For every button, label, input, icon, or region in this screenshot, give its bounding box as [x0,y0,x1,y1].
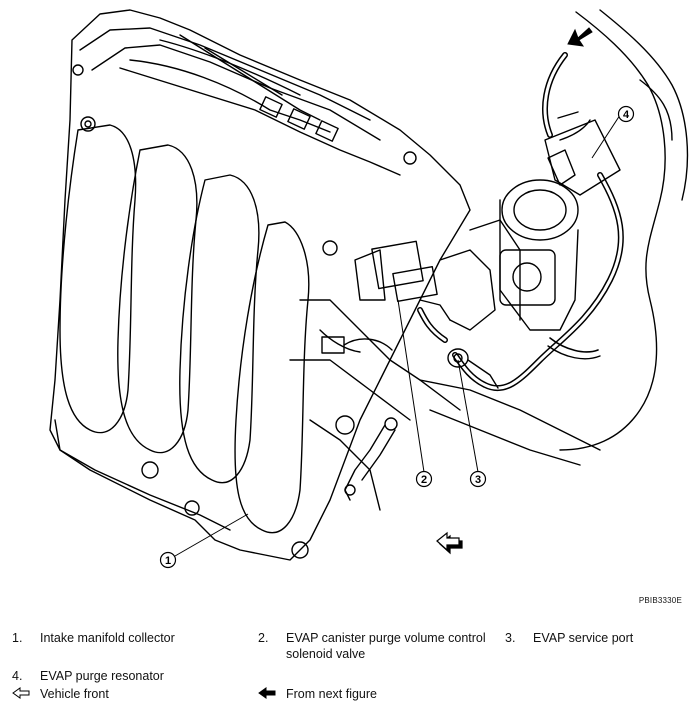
from-next-figure-arrow-icon [567,27,593,47]
outline-arrow-left-icon [12,687,30,699]
vehicle-front-arrow-icon [436,531,463,555]
figure-code: PBIB3330E [638,596,682,605]
legend-text: Vehicle front [40,687,109,701]
svg-text:1: 1 [165,555,171,567]
legend-text: From next figure [286,687,378,701]
callout-2: 2 [415,470,433,488]
legend-number: 2. [258,631,269,645]
legend-text-line2: solenoid valve [286,647,366,661]
svg-text:2: 2 [421,474,427,486]
callout-4: 4 [617,105,635,123]
legend-text: EVAP canister purge volume control [286,631,486,645]
svg-text:3: 3 [475,474,481,486]
legend-number: 1. [12,631,23,645]
manifold-outline [49,9,471,561]
legend-text: Intake manifold collector [40,631,175,645]
svg-text:4: 4 [623,109,630,121]
solid-arrow-left-icon [258,687,276,699]
legend-text: EVAP purge resonator [40,669,164,683]
callout-3: 3 [469,470,487,488]
legend-text: EVAP service port [533,631,634,645]
legend-number: 4. [12,669,23,683]
engine-evap-diagram: 1 2 3 4 [49,9,689,569]
legend-number: 3. [505,631,516,645]
callout-1: 1 [159,551,177,569]
